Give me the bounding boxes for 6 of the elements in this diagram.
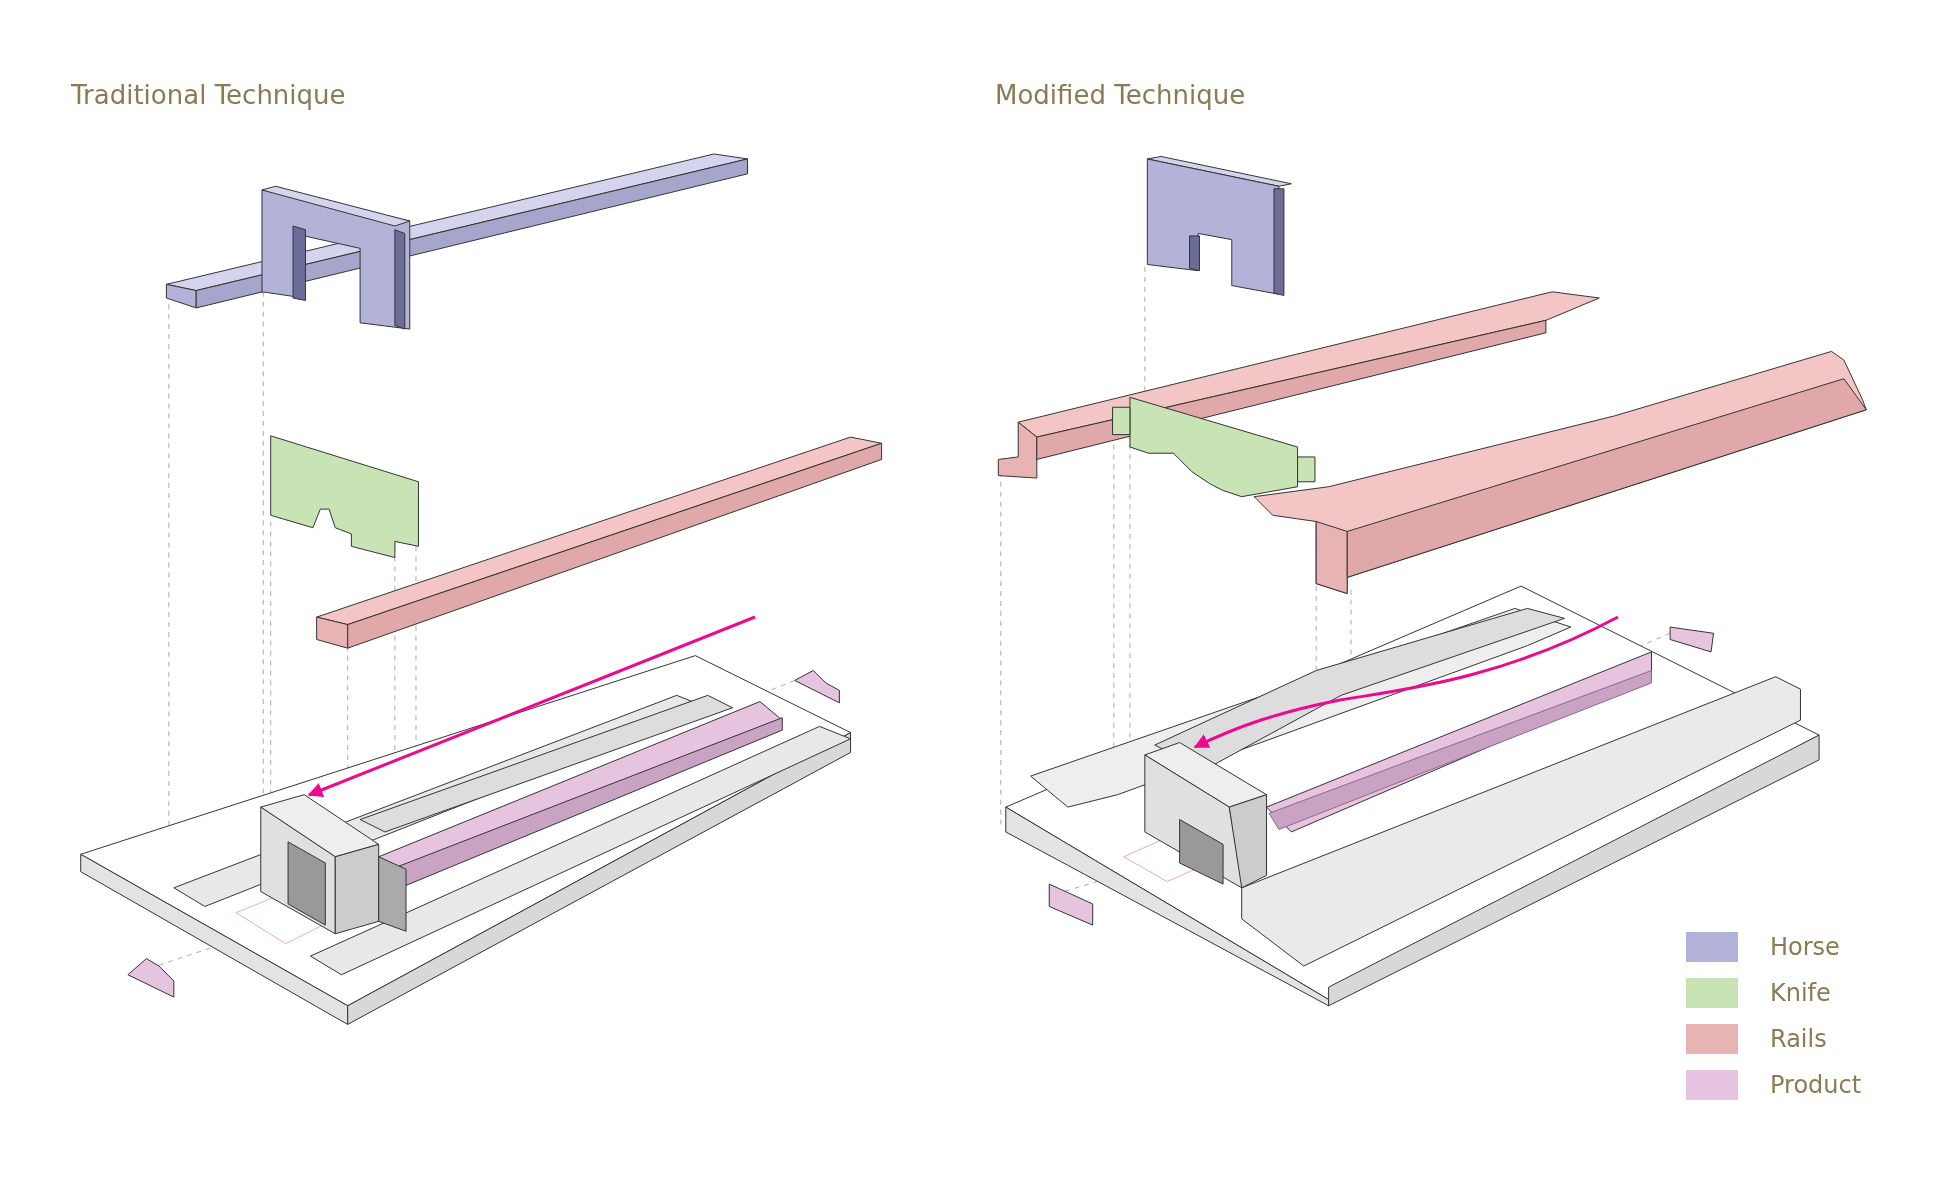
- legend-label: Knife: [1770, 979, 1831, 1007]
- section-heading: Modified Technique: [995, 80, 1246, 110]
- legend-label: Rails: [1770, 1025, 1827, 1053]
- legend-label: Product: [1770, 1071, 1862, 1099]
- section-heading: Traditional Technique: [71, 80, 346, 110]
- legend-label: Horse: [1770, 933, 1840, 961]
